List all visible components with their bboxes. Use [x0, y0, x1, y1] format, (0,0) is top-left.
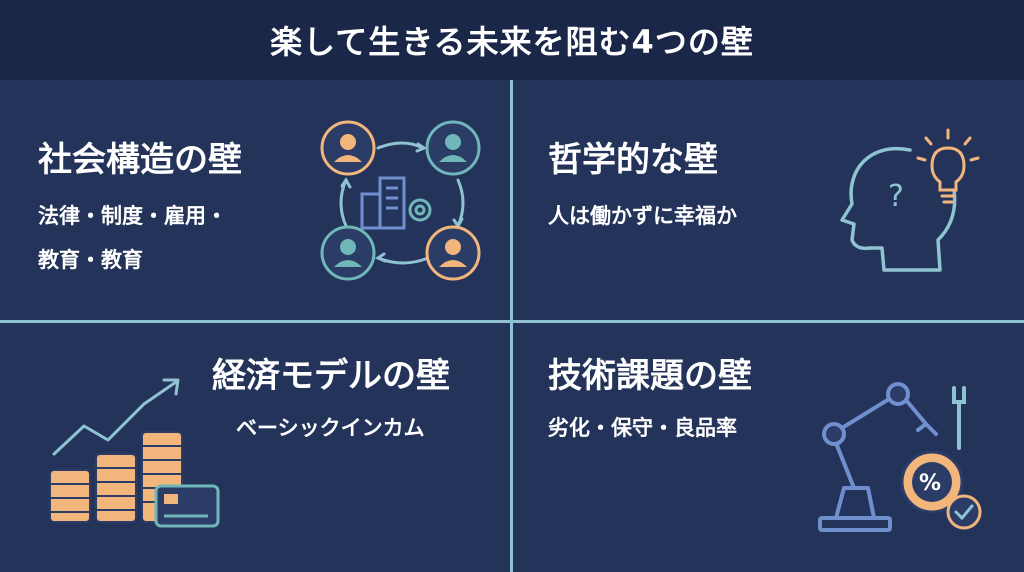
- robot-arm-icon: %: [818, 382, 982, 532]
- svg-text:?: ?: [888, 179, 904, 214]
- quadrant-title-technical: 技術課題の壁: [548, 356, 752, 396]
- title-bar: 楽して生きる未来を阻む4つの壁: [0, 0, 1024, 80]
- coins-growth-icon: [49, 378, 220, 528]
- page-title: 楽して生きる未来を阻む4つの壁: [270, 23, 754, 61]
- horizontal-divider: [0, 320, 1024, 323]
- quadrant-title-philosophical: 哲学的な壁: [548, 140, 718, 180]
- quadrant-text-social-2: 教育・教育: [38, 248, 143, 272]
- quadrant-text-social-1: 法律・制度・雇用・: [38, 204, 227, 228]
- quadrant-title-economic: 経済モデルの壁: [212, 356, 450, 396]
- vertical-divider: [510, 80, 513, 572]
- quadrant-title-social: 社会構造の壁: [38, 140, 242, 180]
- svg-text:%: %: [919, 471, 941, 496]
- quadrant-text-economic: ベーシックインカム: [236, 416, 425, 440]
- head-lightbulb-icon: ?: [840, 128, 980, 272]
- quadrant-text-philosophical: 人は働かずに幸福か: [548, 204, 737, 228]
- people-network-icon: [320, 120, 481, 281]
- quadrant-text-technical: 劣化・保守・良品率: [548, 416, 737, 440]
